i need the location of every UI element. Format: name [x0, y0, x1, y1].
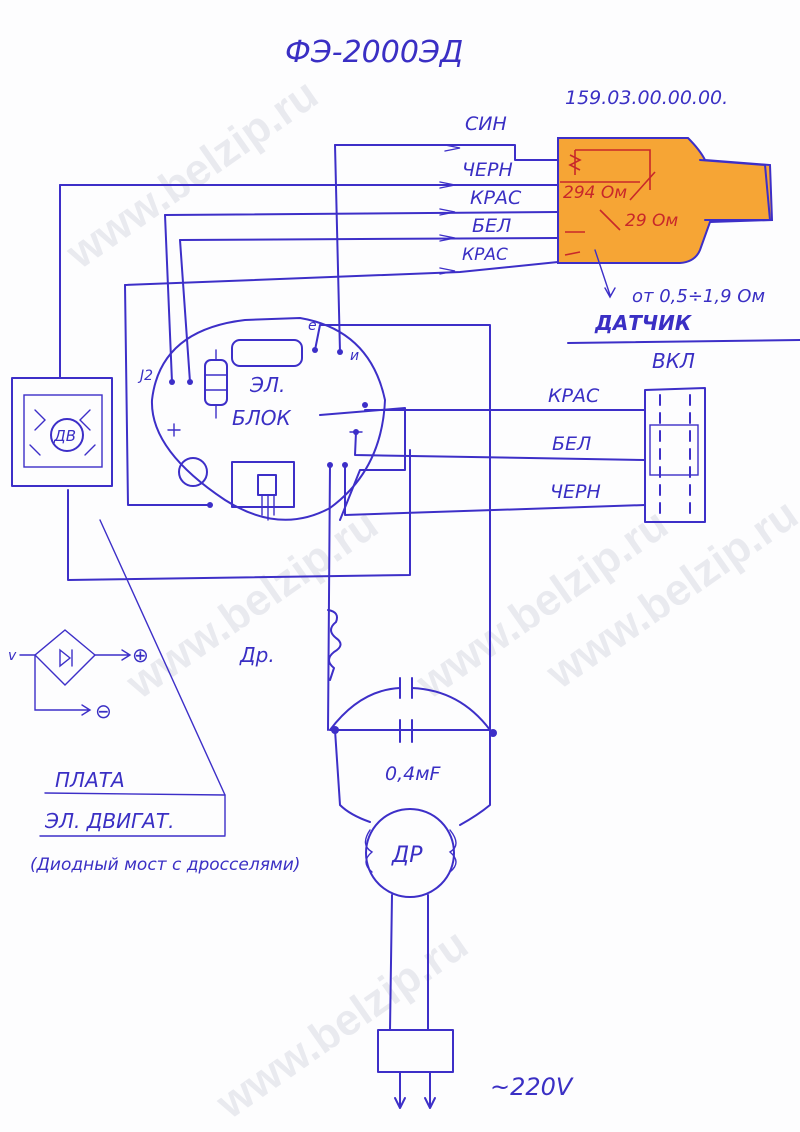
- sensor-label: ДАТЧИК: [594, 311, 693, 335]
- motor-board: ДВ: [11, 184, 113, 487]
- block-line1: ЭЛ.: [249, 373, 285, 397]
- switch-wire-white: БЕЛ: [552, 433, 591, 455]
- bridge-plus: ⊕: [132, 643, 149, 667]
- wire-label-blue: СИН: [465, 113, 507, 135]
- wire-label-red-2: КРАС: [462, 245, 508, 265]
- cap-label: 0,4мF: [385, 763, 442, 785]
- legend-motor: ЭЛ. ДВИГАТ.: [44, 809, 174, 833]
- sensor-res1: 294 Ом: [563, 183, 627, 203]
- wire-label-white: БЕЛ: [472, 215, 511, 237]
- sensor-wires: СИН ЧЕРН КРАС БЕЛ КРАС от 0,5÷1,9 Ом ДАТ…: [59, 113, 800, 344]
- pin-j2: J2: [137, 368, 153, 384]
- switch: ВКЛ КРАС БЕЛ ЧЕРН: [548, 349, 706, 523]
- bridge-minus: ⊖: [95, 699, 112, 723]
- switch-wire-red: КРАС: [548, 385, 600, 407]
- block-wiring: [67, 144, 646, 731]
- switch-label: ВКЛ: [652, 349, 695, 373]
- capacitors: 0,4мF: [329, 677, 497, 785]
- heater-label: ДР: [391, 843, 423, 868]
- bridge-sketch: v ⊕ ⊖: [8, 629, 149, 723]
- legend: ПЛАТА ЭЛ. ДВИГАТ. (Диодный мост с дроссе…: [30, 519, 300, 875]
- legend-board: ПЛАТА: [55, 768, 125, 792]
- pin-e: е: [308, 318, 317, 334]
- sensor-res2: 29 Ом: [625, 211, 678, 231]
- supply-label: ~220V: [490, 1073, 574, 1101]
- bridge-input: v: [8, 648, 17, 664]
- block-line2: БЛОК: [232, 406, 292, 430]
- watermark-text: www.belzip.ru: [117, 499, 387, 708]
- wire-label-black: ЧЕРН: [462, 159, 513, 181]
- pin-i: и: [350, 348, 359, 364]
- legend-note: (Диодный мост с дросселями): [30, 855, 300, 875]
- part-number: 159.03.00.00.00.: [565, 87, 728, 109]
- switch-wire-black: ЧЕРН: [550, 481, 601, 503]
- choke: Др.: [239, 609, 342, 681]
- watermark-text: www.belzip.ru: [57, 69, 327, 278]
- sensor-range: от 0,5÷1,9 Ом: [632, 286, 765, 307]
- motor-label: ДВ: [53, 427, 76, 445]
- electronic-block: ЭЛ. БЛОК е и J2: [137, 317, 406, 521]
- watermark-text: www.belzip.ru: [207, 919, 477, 1128]
- wire-label-red: КРАС: [470, 187, 522, 209]
- diagram-title: ФЭ-2000ЭД: [285, 35, 463, 70]
- choke-label: Др.: [239, 643, 275, 667]
- sensor: 294 Ом 29 Ом: [557, 137, 774, 264]
- heater: ДР ~220V: [334, 729, 574, 1109]
